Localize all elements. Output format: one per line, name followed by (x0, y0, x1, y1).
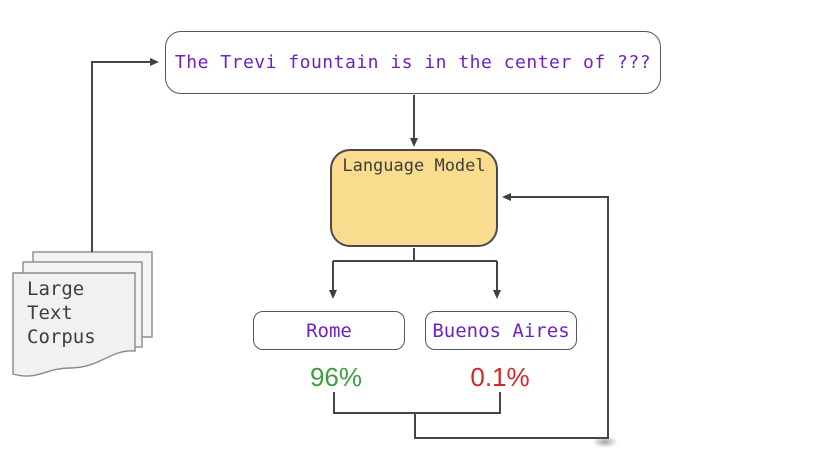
answer-box-buenos-aires: Buenos Aires (425, 311, 577, 350)
prompt-box: The Trevi fountain is in the center of ?… (165, 31, 661, 94)
answer-label-buenos-aires: Buenos Aires (432, 319, 570, 342)
probability-buenos-aires: 0.1% (470, 362, 530, 392)
probability-join-line (333, 392, 501, 414)
answer-box-rome: Rome (253, 311, 405, 350)
language-model-box: Language Model (330, 149, 498, 247)
corpus-label: Large Text Corpus (27, 278, 96, 348)
branch-stem (333, 248, 497, 262)
probability-rome: 96% (309, 362, 363, 392)
corpus-stack-icon (12, 251, 153, 377)
prompt-text: The Trevi fountain is in the center of ?… (174, 52, 652, 73)
answer-label-rome: Rome (306, 319, 352, 342)
language-model-title: Language Model (342, 156, 486, 176)
arrow-corpus-to-prompt (91, 58, 159, 252)
line-corner-shadow (592, 436, 618, 448)
